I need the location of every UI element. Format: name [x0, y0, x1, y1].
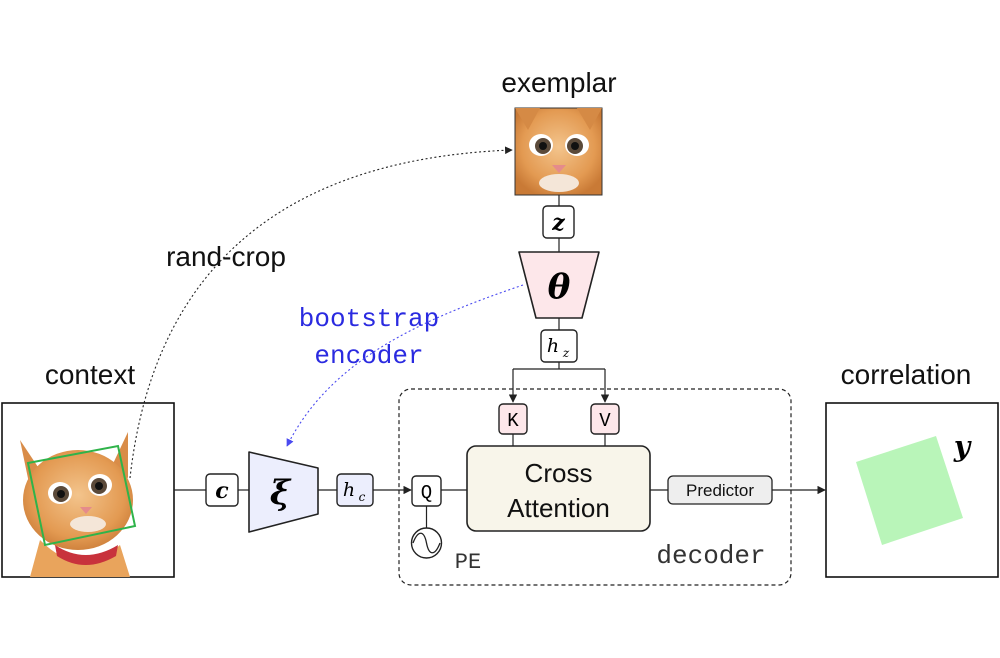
hz-symbol-base: h — [547, 335, 559, 357]
bootstrap-encoder-arrow — [286, 284, 524, 447]
decoder-box — [398, 388, 792, 586]
xi-symbol: ξ — [270, 473, 292, 513]
pe-label: PE — [455, 550, 481, 575]
random-crop-box — [26, 444, 137, 547]
rand-crop-label: rand-crop — [166, 241, 286, 272]
bootstrap-label-line2: encoder — [314, 341, 423, 371]
xi-encoder — [248, 451, 319, 533]
hc-symbol-sub: c — [359, 490, 366, 504]
predictor-label: Predictor — [686, 481, 754, 500]
correlation-frame — [825, 402, 999, 578]
k-label: K — [507, 410, 519, 432]
decoder-label: decoder — [656, 541, 765, 571]
hz-symbol-sub: z — [562, 346, 570, 360]
q-label: Q — [421, 482, 432, 504]
exemplar-image — [514, 107, 603, 196]
correlation-patch — [856, 436, 963, 545]
cross-attention-line1: Cross — [525, 458, 593, 488]
v-label: V — [599, 410, 611, 432]
bootstrap-label-line1: bootstrap — [299, 304, 439, 334]
cross-attention-block — [466, 445, 651, 532]
exemplar-title: exemplar — [501, 67, 616, 98]
z-symbol: z — [551, 210, 565, 236]
rand-crop-arrow — [129, 146, 513, 479]
hc-symbol-base: h — [343, 479, 355, 501]
c-symbol: c — [215, 478, 229, 504]
sine-wave-icon — [412, 532, 441, 554]
cross-attention-line2: Attention — [507, 493, 610, 523]
correlation-title: correlation — [841, 359, 972, 390]
output-y-symbol: y — [953, 430, 972, 463]
context-title: context — [45, 359, 135, 390]
theta-encoder — [518, 251, 600, 319]
theta-symbol: θ — [548, 267, 571, 307]
